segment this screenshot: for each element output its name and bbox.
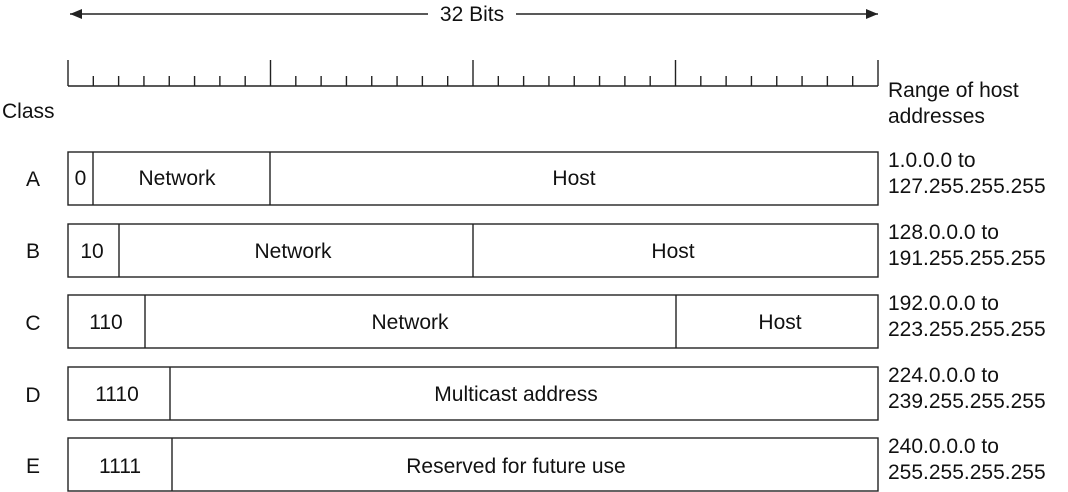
class-letter: E [26,455,40,478]
address-box [67,437,879,492]
range-start: 192.0.0.0 to [888,292,999,315]
class-letter: B [26,240,40,263]
class-row-a: A 0 Network Host 1.0.0.0 to 127.255.255.… [26,149,1046,206]
prefix-bits: 10 [80,240,103,263]
range-start: 224.0.0.0 to [888,364,999,387]
class-letter: C [25,312,40,335]
class-row-e: E 1111 Reserved for future use 240.0.0.0… [26,435,1046,492]
multicast-field: Multicast address [434,383,597,406]
range-header-line-2: addresses [888,105,985,128]
prefix-bits: 110 [89,311,122,334]
range-end: 127.255.255.255 [888,175,1046,198]
bit-ruler [67,60,879,87]
address-box [67,294,879,349]
class-header: Class [2,100,55,123]
network-field: Network [254,240,332,263]
range-start: 1.0.0.0 to [888,149,976,172]
range-end: 191.255.255.255 [888,247,1046,270]
range-end: 223.255.255.255 [888,318,1046,341]
network-field: Network [371,311,449,334]
range-header-line-1: Range of host [888,79,1019,102]
class-row-b: B 10 Network Host 128.0.0.0 to 191.255.2… [26,221,1046,278]
range-end: 255.255.255.255 [888,461,1046,484]
range-start: 240.0.0.0 to [888,435,999,458]
reserved-field: Reserved for future use [406,455,625,478]
prefix-bits: 0 [75,167,87,190]
range-end: 239.255.255.255 [888,390,1046,413]
host-field: Host [758,311,801,334]
width-label: 32 Bits [440,3,504,26]
prefix-bits: 1110 [95,383,139,406]
class-row-d: D 1110 Multicast address 224.0.0.0 to 23… [25,364,1046,421]
class-letter: A [26,168,40,191]
prefix-bits: 1111 [99,455,141,478]
address-box [67,366,879,421]
class-row-c: C 110 Network Host 192.0.0.0 to 223.255.… [25,292,1046,349]
range-start: 128.0.0.0 to [888,221,999,244]
network-field: Network [138,167,216,190]
class-letter: D [25,384,40,407]
host-field: Host [651,240,694,263]
width-arrow: 32 Bits [70,3,878,26]
address-box [67,151,879,206]
host-field: Host [552,167,595,190]
